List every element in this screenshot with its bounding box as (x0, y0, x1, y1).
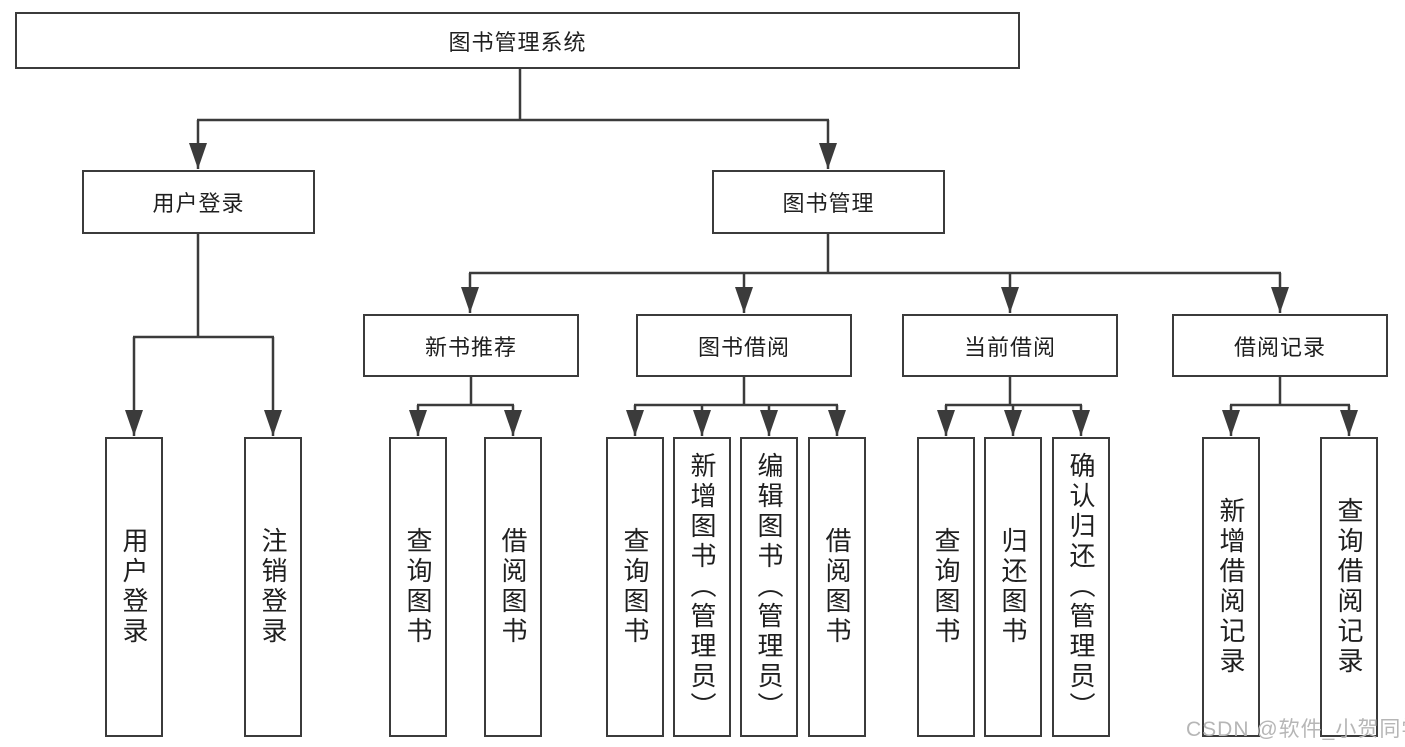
leaf-query-books-current: 查询图书 (917, 437, 975, 737)
leaf-confirm-return-admin: 确认归还（管理员） (1052, 437, 1110, 737)
leaf-query-books-borrow: 查询图书 (606, 437, 664, 737)
node-borrowing-records: 借阅记录 (1172, 314, 1388, 377)
leaf-borrow-books: 借阅图书 (808, 437, 866, 737)
leaf-edit-books-admin: 编辑图书（管理员） (740, 437, 798, 737)
leaf-add-borrow-record: 新增借阅记录 (1202, 437, 1260, 737)
leaf-logout: 注销登录 (244, 437, 302, 737)
node-current-borrowing: 当前借阅 (902, 314, 1118, 377)
node-book-borrowing: 图书借阅 (636, 314, 852, 377)
leaf-query-books-recommend: 查询图书 (389, 437, 447, 737)
node-book-management: 图书管理 (712, 170, 945, 234)
leaf-borrow-books-recommend: 借阅图书 (484, 437, 542, 737)
node-new-book-recommendation: 新书推荐 (363, 314, 579, 377)
leaf-return-books: 归还图书 (984, 437, 1042, 737)
csdn-watermark: CSDN @软件_小贺同学 (1186, 718, 1405, 741)
leaf-user-login: 用户登录 (105, 437, 163, 737)
leaf-add-books-admin: 新增图书（管理员） (673, 437, 731, 737)
node-library-management-system: 图书管理系统 (15, 12, 1020, 69)
node-user-login: 用户登录 (82, 170, 315, 234)
leaf-query-borrow-record: 查询借阅记录 (1320, 437, 1378, 737)
